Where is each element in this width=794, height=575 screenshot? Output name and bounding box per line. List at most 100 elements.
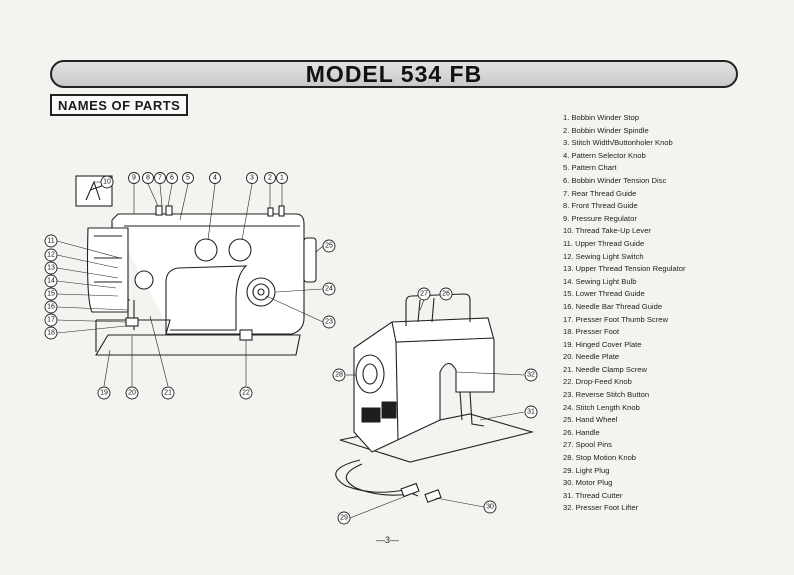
callout-label: 31	[527, 409, 535, 416]
front-view-machine	[75, 175, 317, 356]
callout-22: 22	[239, 386, 253, 400]
part-item: 1. Bobbin Winder Stop	[563, 113, 639, 122]
callout-label: 15	[47, 291, 55, 298]
callout-14: 14	[44, 274, 58, 288]
part-item: 20. Needle Plate	[563, 352, 620, 362]
callout-label: 25	[325, 243, 333, 250]
callout-30: 30	[483, 500, 497, 514]
part-item: 8. Front Thread Guide	[563, 201, 638, 211]
part-item: 24. Stitch Length Knob	[563, 402, 640, 412]
callout-9: 9	[128, 172, 140, 184]
callout-label: 13	[47, 265, 55, 272]
section-heading: NAMES OF PARTS	[50, 94, 189, 116]
callout-7: 7	[154, 172, 166, 184]
callout-20: 20	[125, 386, 139, 400]
parts-list: 1. Bobbin Winder Stop 2. Bobbin Winder S…	[563, 112, 686, 515]
part-item: 14. Sewing Light Bulb	[563, 276, 637, 286]
callout-label: 11	[47, 238, 54, 245]
part-item: 30. Motor Plug	[563, 478, 613, 488]
page-number: —3—	[376, 535, 400, 545]
part-item: 5. Pattern Chart	[563, 163, 617, 173]
callout-label: 12	[47, 252, 55, 259]
callout-label: 22	[242, 390, 250, 397]
callout-label: 1	[280, 175, 284, 182]
callout-2: 2	[264, 172, 276, 184]
callout-label: 26	[442, 291, 450, 298]
callout-11: 11	[44, 234, 58, 248]
part-item: 12. Sewing Light Switch	[563, 251, 644, 261]
part-item: 29. Light Plug	[563, 465, 610, 475]
callout-19: 19	[97, 386, 111, 400]
callout-31: 31	[524, 405, 538, 419]
callout-label: 17	[47, 317, 55, 324]
callout-label: 6	[170, 175, 174, 182]
callout-label: 3	[250, 175, 254, 182]
callout-13: 13	[44, 261, 58, 275]
callout-4: 4	[209, 172, 221, 184]
part-item: 21. Needle Clamp Screw	[563, 364, 647, 374]
callout-10: 10	[100, 175, 114, 189]
callout-5: 5	[182, 172, 194, 184]
callout-label: 8	[146, 175, 150, 182]
callout-label: 10	[103, 179, 111, 186]
part-item: 15. Lower Thread Guide	[563, 289, 645, 299]
part-item: 23. Reverse Stitch Button	[563, 390, 650, 400]
callout-1: 1	[276, 172, 288, 184]
part-item: 13. Upper Thread Tension Regulator	[563, 264, 686, 274]
part-item: 28. Stop Motion Knob	[563, 453, 637, 463]
model-title-banner: MODEL 534 FB	[50, 60, 738, 88]
callout-label: 14	[47, 278, 55, 285]
callout-label: 20	[128, 390, 136, 397]
part-item: 6. Bobbin Winder Tension Disc	[563, 175, 667, 185]
callout-label: 28	[335, 372, 343, 379]
part-item: 19. Hinged Cover Plate	[563, 339, 642, 349]
callout-32: 32	[524, 368, 538, 382]
callout-label: 7	[158, 175, 162, 182]
leader-lines	[56, 181, 525, 519]
callout-17: 17	[44, 313, 58, 327]
callout-15: 15	[44, 287, 58, 301]
callout-26: 26	[439, 287, 453, 301]
callout-28: 28	[332, 368, 346, 382]
part-item: 16. Needle Bar Thread Guide	[563, 301, 663, 311]
part-item: 27. Spool Pins	[563, 440, 612, 450]
part-item: 10. Thread Take-Up Lever	[563, 226, 651, 236]
callout-label: 19	[100, 390, 108, 397]
part-item: 3. Stitch Width/Buttonholer Knob	[563, 138, 673, 148]
callout-label: 23	[325, 319, 333, 326]
callout-16: 16	[44, 300, 58, 314]
callout-18: 18	[44, 326, 58, 340]
callout-label: 24	[325, 286, 333, 293]
part-item: 31. Thread Cutter	[563, 490, 623, 500]
callout-23: 23	[322, 315, 336, 329]
part-item: 9. Pressure Regulator	[563, 213, 637, 223]
part-item: 2. Bobbin Winder Spindle	[563, 125, 649, 135]
callout-3: 3	[246, 172, 258, 184]
callout-6: 6	[166, 172, 178, 184]
callout-label: 9	[132, 175, 136, 182]
part-item: 26. Handle	[563, 427, 600, 437]
callout-label: 5	[186, 175, 190, 182]
callout-label: 29	[340, 515, 348, 522]
callout-29: 29	[337, 511, 351, 525]
part-item: 18. Presser Foot	[563, 327, 620, 337]
callout-label: 21	[164, 390, 172, 397]
callout-12: 12	[44, 248, 58, 262]
callout-21: 21	[161, 386, 175, 400]
callout-25: 25	[322, 239, 336, 253]
part-item: 25. Hand Wheel	[563, 415, 618, 425]
callout-8: 8	[142, 172, 154, 184]
callout-label: 16	[47, 304, 55, 311]
part-item: 4. Pattern Selector Knob	[563, 150, 646, 160]
callout-24: 24	[322, 282, 336, 296]
model-title: MODEL 534 FB	[305, 60, 483, 87]
callout-label: 18	[47, 330, 55, 337]
rear-view-machine	[335, 293, 535, 503]
part-item: 7. Rear Thread Guide	[563, 188, 637, 198]
callout-label: 32	[527, 372, 535, 379]
callout-27: 27	[417, 287, 431, 301]
part-item: 11. Upper Thread Guide	[563, 238, 645, 248]
callout-label: 27	[420, 291, 428, 298]
part-item: 32. Presser Foot Lifter	[563, 503, 639, 513]
